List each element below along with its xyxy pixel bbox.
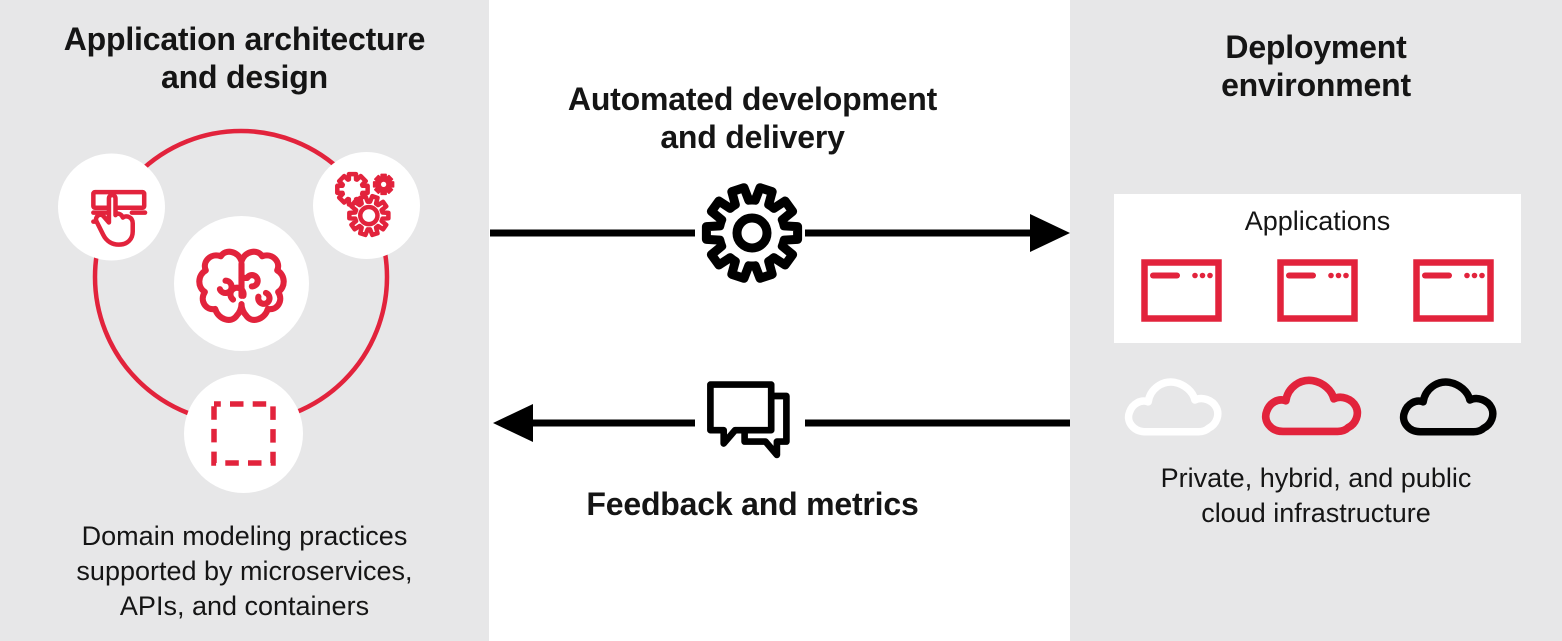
left-caption-line1: Domain modeling practices (81, 521, 408, 551)
forward-arrowhead (1030, 214, 1070, 252)
automation-gears-icon (335, 171, 395, 238)
right-panel-title-line2: environment (1221, 67, 1411, 103)
chat-bubbles-icon (707, 381, 790, 459)
right-caption-line2: cloud infrastructure (1201, 498, 1431, 528)
touch-interface-icon (91, 189, 148, 247)
left-caption-line3: APIs, and containers (119, 591, 370, 621)
node-circle-container (184, 374, 303, 493)
brain-icon (196, 248, 287, 323)
feedback-arrowhead (493, 404, 533, 442)
flow-arrows-graphic (490, 183, 1070, 459)
applications-label: Applications (1244, 206, 1391, 236)
right-panel-title-line1: Deployment (1225, 29, 1407, 65)
right-panel-title: Deployment environment (1070, 28, 1562, 104)
app-window-icon (1413, 259, 1494, 322)
top-flow-title-line2: and delivery (660, 119, 845, 155)
left-caption-line2: supported by microservices, (76, 556, 413, 586)
container-dashed-box-icon (211, 401, 276, 466)
public-cloud-icon (1399, 378, 1497, 436)
left-panel-title: Application architecture and design (0, 20, 489, 96)
left-panel-caption: Domain modeling practices supported by m… (0, 519, 489, 624)
private-cloud-icon (1124, 378, 1222, 436)
top-flow-title: Automated development and delivery (489, 80, 1016, 156)
automation-flow-panel: Automated development and delivery (489, 0, 1070, 641)
architecture-circle-diagram (58, 128, 420, 493)
hybrid-cloud-icon (1261, 376, 1362, 436)
chat-bubble-front (707, 381, 775, 447)
application-architecture-panel: Application architecture and design (0, 0, 489, 641)
left-panel-title-line1: Application architecture (63, 21, 426, 57)
forward-arrow (490, 214, 1070, 252)
bottom-flow-title: Feedback and metrics (586, 486, 919, 522)
feedback-arrow (493, 404, 1070, 442)
gear-icon (701, 183, 803, 283)
top-flow-title-line1: Automated development (567, 81, 938, 117)
app-window-icon (1277, 259, 1358, 322)
app-window-icon (1141, 259, 1222, 322)
deployment-environment-panel: Deployment environment Applications (1070, 0, 1562, 641)
right-panel-caption: Private, hybrid, and public cloud infras… (1070, 461, 1562, 531)
left-panel-title-line2: and design (161, 59, 328, 95)
right-caption-line1: Private, hybrid, and public (1160, 463, 1472, 493)
applications-box: Applications (1114, 194, 1521, 343)
